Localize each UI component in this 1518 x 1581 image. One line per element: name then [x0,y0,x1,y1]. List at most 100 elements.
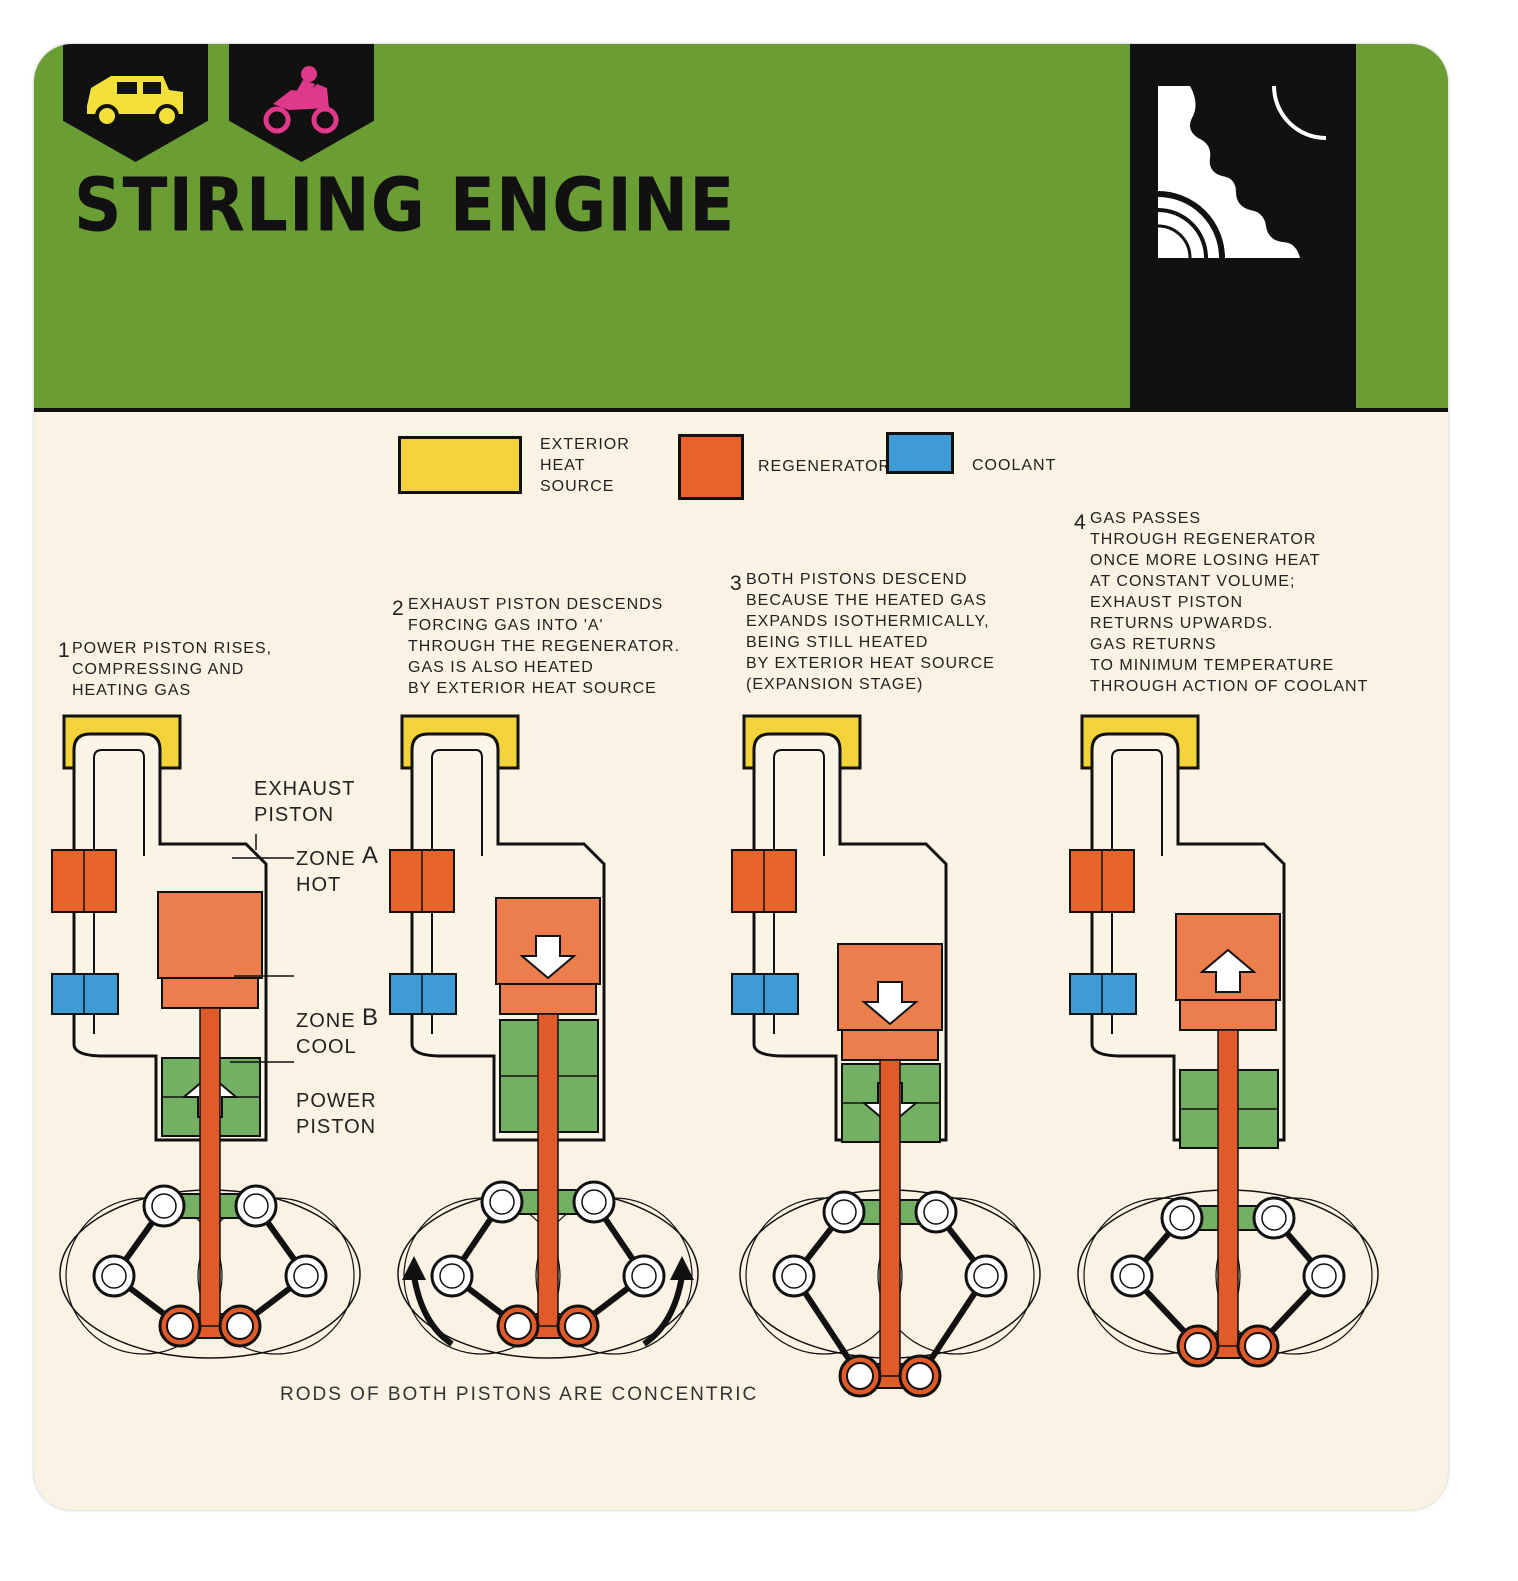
right-gear-circle [1215,1197,1373,1355]
yoke-pin-inner [923,1199,949,1225]
yoke-pin-inner [489,1189,515,1215]
rotation-arrow-left-icon [411,1275,454,1347]
rod-column [879,1059,901,1377]
yoke-pin-inner [151,1193,177,1219]
crank-pin-inner [781,1263,807,1289]
duct-inner-line [93,749,145,1034]
crank-pin [284,1254,328,1298]
rotation-arrowhead-left-icon [402,1256,426,1280]
yoke-pin-inner [1261,1205,1287,1231]
stage-4 [1069,714,1379,1368]
info-card: STIRLING ENGINE EXTERIOR HEAT SOURCE REG… [34,44,1448,1510]
coolant-block [51,973,119,1015]
yoke-pin-inner [243,1193,269,1219]
stage-2 [389,714,699,1359]
yoke-pin-red-inner [504,1312,532,1340]
arrow-down-icon [861,981,919,1026]
step-4-number: 4 [1074,511,1086,534]
rod-column [199,1007,221,1327]
crank-pin [430,1254,474,1298]
yoke-pin [914,1190,958,1234]
exhaust-piston-skirt [161,977,259,1009]
rod-column [1217,1029,1239,1347]
crank-pin-inner [293,1263,319,1289]
page-title: STIRLING ENGINE [74,162,736,249]
step-2-number: 2 [392,597,404,620]
yoke-pin-red-inner [846,1362,874,1390]
yoke-pin-red-inner [1244,1332,1272,1360]
yoke-pin [1252,1196,1296,1240]
step-4-caption: GAS PASSES THROUGH REGENERATOR ONCE MORE… [1090,510,1369,695]
left-gear-circle [1083,1197,1241,1355]
yoke-pin [822,1190,866,1234]
crank-pin-inner [101,1263,127,1289]
duct-inner-line [431,749,483,1034]
right-gear-circle [877,1197,1035,1355]
exhaust-piston-skirt [841,1029,939,1061]
label-zone-cool: ZONE COOL [296,1010,357,1058]
label-exhaust-piston: EXHAUST PISTON [254,778,356,826]
crank-pin [964,1254,1008,1298]
step-1-caption: POWER PISTON RISES, COMPRESSING AND HEAT… [72,640,273,699]
legend-swatch-regenerator [678,434,744,500]
duct-inner-line [1111,749,1163,1034]
crank-pin-inner [1119,1263,1145,1289]
yoke-pin [1160,1196,1204,1240]
exhaust-piston-skirt [1179,999,1277,1031]
legend-swatch-coolant [886,432,954,474]
motorcycle-icon [263,66,339,134]
crank-pin [622,1254,666,1298]
label-zone-a: A [362,842,379,869]
rotation-arrowhead-right-icon [670,1256,694,1280]
exhaust-piston-head [157,891,263,979]
coolant-block [1069,973,1137,1015]
yoke-pin-inner [831,1199,857,1225]
legend-label-coolant: COOLANT [972,457,1057,474]
arrow-up-icon [1199,948,1257,993]
legend-label-heat: EXTERIOR HEAT SOURCE [540,436,630,495]
rod-column [537,1013,559,1327]
category-panel [1130,44,1356,408]
header-band: STIRLING ENGINE [34,44,1448,412]
yoke-pin-inner [581,1189,607,1215]
yoke-pin-red-inner [564,1312,592,1340]
car-icon [87,76,183,128]
rotation-arrow-right-icon [642,1275,685,1347]
yoke-pin-red-inner [166,1312,194,1340]
left-gear-circle [745,1197,903,1355]
label-zone-hot: ZONE HOT [296,848,356,896]
step-2-caption: EXHAUST PISTON DESCENDS FORCING GAS INTO… [408,596,681,697]
yoke-pin-inner [1169,1205,1195,1231]
yoke-pin [142,1184,186,1228]
label-zone-b: B [362,1004,379,1031]
gears-icon [1157,85,1327,259]
crank-pin [772,1254,816,1298]
arrow-down-icon [519,935,577,980]
yoke-pin-red-inner [226,1312,254,1340]
crank-pin-inner [973,1263,999,1289]
yoke-pin-red-inner [906,1362,934,1390]
stage-3 [731,714,1041,1398]
legend-label-regenerator: REGENERATOR [758,458,892,475]
coolant-block [389,973,457,1015]
step-3-number: 3 [730,572,742,595]
legend-swatch-heat [398,436,522,494]
yoke-pin-red-inner [1184,1332,1212,1360]
right-gear-circle [197,1197,355,1355]
crank-pin-inner [1311,1263,1337,1289]
coolant-block [731,973,799,1015]
step-1-number: 1 [58,639,70,662]
callout-lines [230,834,294,1063]
crank-pin [92,1254,136,1298]
crank-pin [1110,1254,1154,1298]
exhaust-piston-skirt [499,983,597,1015]
label-power-piston: POWER PISTON [296,1090,377,1138]
engine-diagrams [51,714,1379,1398]
yoke-pin [234,1184,278,1228]
duct-inner-line [773,749,825,1034]
crank-pin-inner [439,1263,465,1289]
yoke-pin [572,1180,616,1224]
crank-pin [1302,1254,1346,1298]
crank-pin-inner [631,1263,657,1289]
footnote: RODS OF BOTH PISTONS ARE CONCENTRIC [280,1384,759,1405]
